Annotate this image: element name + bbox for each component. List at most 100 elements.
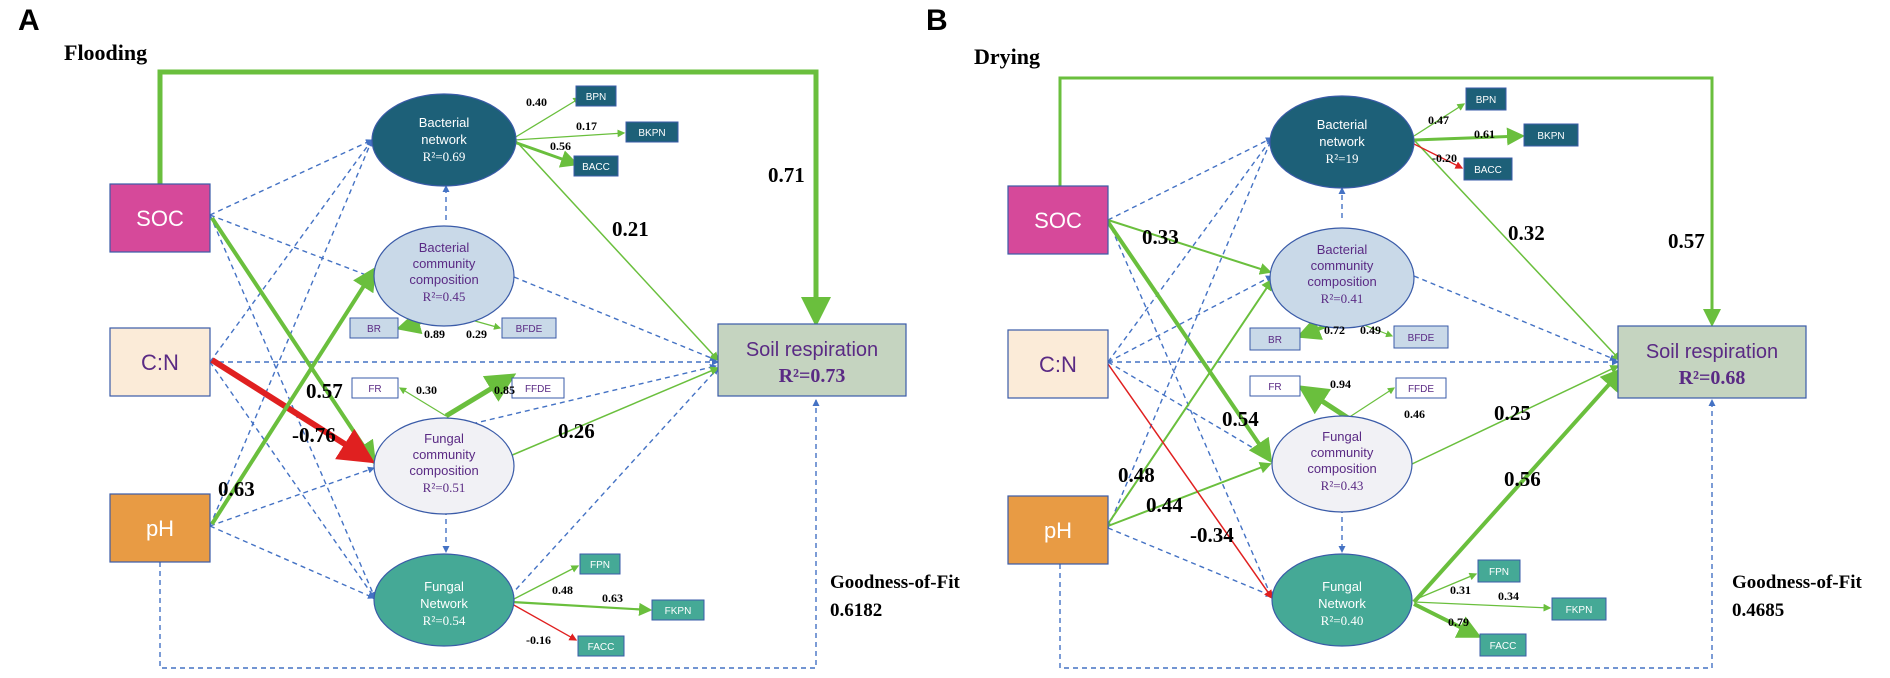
bfde-box-label: BFDE xyxy=(1408,333,1435,344)
soc-box xyxy=(109,183,211,253)
fkpn-box-label: FKPN xyxy=(665,606,692,617)
soc-box xyxy=(1007,185,1109,255)
fpn-box-label: FPN xyxy=(590,560,610,571)
cn-label: C:N xyxy=(1039,352,1077,377)
bacterial-network-line1: Bacterial xyxy=(1317,117,1368,132)
fungal-network-r2: R²=0.54 xyxy=(423,613,466,628)
coef-ffde: 0.46 xyxy=(1404,407,1425,421)
cn-box xyxy=(109,327,211,397)
coef-soc-resp: 0.71 xyxy=(768,163,805,187)
fungal-community-r2: R²=0.43 xyxy=(1321,478,1364,493)
bacterial-community-r2: R²=0.41 xyxy=(1321,291,1364,306)
coef-bnet-resp: 0.32 xyxy=(1508,221,1545,245)
coef-br: 0.89 xyxy=(424,327,445,341)
coef-bpn: 0.47 xyxy=(1428,113,1449,127)
coef-fnet-resp: 0.56 xyxy=(1504,467,1541,491)
coef-fpn: 0.31 xyxy=(1450,583,1471,597)
panel-b: B Drying xyxy=(926,4,1863,669)
panel-letter: A xyxy=(18,4,40,37)
bacterial-community-line3: composition xyxy=(1307,274,1376,289)
fungal-network-line1: Fungal xyxy=(1322,579,1362,594)
ffde-box-label: FFDE xyxy=(525,384,551,395)
coef-fcomp-resp: 0.26 xyxy=(558,419,595,443)
path-coefficients: 0.71 0.21 0.57 -0.76 0.63 0.26 0.40 0.17… xyxy=(218,95,805,647)
bacterial-network-line2: network xyxy=(1319,134,1365,149)
coef-cn-fnet: -0.34 xyxy=(1190,523,1234,547)
fungal-community-line1: Fungal xyxy=(1322,429,1362,444)
ph-label: pH xyxy=(1044,518,1072,543)
bacterial-community-line3: composition xyxy=(409,272,478,287)
panel-letter: B xyxy=(926,4,948,37)
ffde-box-label: FFDE xyxy=(1408,384,1434,395)
coef-facc: 0.79 xyxy=(1448,615,1469,629)
bacterial-community-node xyxy=(373,225,515,327)
bacterial-community-line1: Bacterial xyxy=(419,240,470,255)
soil-respiration-box xyxy=(1617,325,1807,399)
fungal-network-line1: Fungal xyxy=(424,579,464,594)
coef-fr: 0.30 xyxy=(416,383,437,397)
nonsig-paths xyxy=(1059,137,1716,669)
fungal-community-node xyxy=(373,417,515,515)
goodness-of-fit-value: 0.6182 xyxy=(830,600,882,621)
ph-box xyxy=(1007,495,1109,565)
coef-bkpn: 0.17 xyxy=(576,119,597,133)
coef-bpn: 0.40 xyxy=(526,95,547,109)
coef-bacc: -0.20 xyxy=(1432,151,1457,165)
bacterial-community-node xyxy=(1269,227,1415,329)
condition-title: Flooding xyxy=(64,40,147,65)
fungal-network-node xyxy=(1271,553,1413,647)
sig-paths xyxy=(1058,76,1721,638)
goodness-of-fit-label: Goodness-of-Fit xyxy=(830,572,961,593)
fungal-community-line3: composition xyxy=(1307,461,1376,476)
coef-bnet-resp: 0.21 xyxy=(612,217,649,241)
soc-label: SOC xyxy=(1034,208,1082,233)
br-box-label: BR xyxy=(1268,335,1282,346)
fungal-community-line3: composition xyxy=(409,463,478,478)
bacc-box-label: BACC xyxy=(582,162,610,173)
soil-respiration-label: Soil respiration xyxy=(1646,341,1778,363)
bacc-box-label: BACC xyxy=(1474,165,1502,176)
coef-fcomp-resp: 0.25 xyxy=(1494,401,1531,425)
coef-bfde: 0.49 xyxy=(1360,323,1381,337)
indicator-boxes: BPN BKPN BACC BR BFDE FR FFDE FPN FKPN F… xyxy=(349,85,705,657)
bacterial-network-node xyxy=(371,93,517,187)
facc-box-label: FACC xyxy=(1490,641,1517,652)
coef-facc: -0.16 xyxy=(526,633,551,647)
coef-fr: 0.94 xyxy=(1330,377,1351,391)
fungal-community-line2: community xyxy=(413,447,476,462)
coef-bacc: 0.56 xyxy=(550,139,571,153)
coef-soc-bcomp: 0.33 xyxy=(1142,225,1179,249)
fungal-community-line2: community xyxy=(1311,445,1374,460)
coef-br: 0.72 xyxy=(1324,323,1345,337)
bacterial-community-line2: community xyxy=(1311,258,1374,273)
coef-soc-fcomp: 0.54 xyxy=(1222,407,1259,431)
bacterial-network-r2: R²=0.69 xyxy=(423,149,466,164)
fungal-community-r2: R²=0.51 xyxy=(423,480,466,495)
goodness-of-fit-value: 0.4685 xyxy=(1732,600,1784,621)
fungal-community-node xyxy=(1271,415,1413,513)
path-coefficients: 0.57 0.32 0.33 0.54 0.48 0.44 -0.34 0.25… xyxy=(1118,113,1705,629)
fungal-network-line2: Network xyxy=(420,596,468,611)
sig-paths xyxy=(157,69,831,641)
panel-a: A Flooding xyxy=(18,4,961,669)
soc-label: SOC xyxy=(136,206,184,231)
bacterial-community-line1: Bacterial xyxy=(1317,242,1368,257)
fungal-network-r2: R²=0.40 xyxy=(1321,613,1364,628)
bkpn-box-label: BKPN xyxy=(1537,131,1564,142)
coef-fkpn: 0.63 xyxy=(602,591,623,605)
soil-respiration-box xyxy=(717,323,907,397)
indicator-boxes: BPN BKPN BACC BR BFDE FR FFDE FPN FKPN F… xyxy=(1249,87,1607,657)
facc-box-label: FACC xyxy=(588,642,615,653)
coef-fpn: 0.48 xyxy=(552,583,573,597)
coef-ph-bcomp: 0.48 xyxy=(1118,463,1155,487)
condition-title: Drying xyxy=(974,44,1040,69)
fr-box-label: FR xyxy=(1268,382,1281,393)
bacterial-network-node xyxy=(1269,95,1415,189)
fungal-network-line2: Network xyxy=(1318,596,1366,611)
soil-respiration-r2: R²=0.73 xyxy=(779,365,846,387)
bkpn-box-label: BKPN xyxy=(638,128,665,139)
bacterial-network-r2: R²=19 xyxy=(1326,151,1359,166)
bpn-box-label: BPN xyxy=(586,92,607,103)
fkpn-box-label: FKPN xyxy=(1566,605,1593,616)
coef-bkpn: 0.61 xyxy=(1474,127,1495,141)
